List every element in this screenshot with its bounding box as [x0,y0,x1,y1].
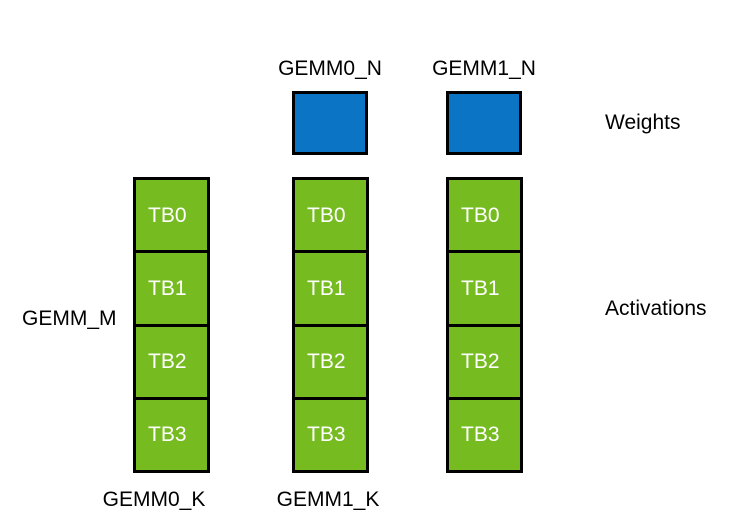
activation-cell: TB1 [133,250,210,324]
activation-cell-label: TB3 [461,423,500,447]
activation-cell: TB0 [446,177,523,251]
weight-block-gemm1 [446,91,522,155]
activation-cell: TB3 [292,396,369,473]
bottom-label-gemm1-k: GEMM1_K [276,488,380,511]
activation-cell: TB1 [446,250,523,324]
activation-cell-label: TB2 [461,350,500,374]
activation-cell-label: TB2 [148,350,187,374]
activation-cell-label: TB1 [461,276,500,300]
activation-cell-label: TB0 [307,203,346,227]
row-label-weights: Weights [605,111,681,134]
activation-cell: TB2 [292,323,369,397]
activation-cell: TB2 [133,323,210,397]
activation-cell-label: TB1 [148,276,187,300]
bottom-label-gemm0-k: GEMM0_K [102,488,206,511]
activation-cell: TB3 [133,396,210,473]
row-label-activations: Activations [605,297,707,320]
activation-cell: TB3 [446,396,523,473]
activation-cell: TB0 [133,177,210,251]
weight-block-gemm0 [292,91,368,155]
activation-column-gemm0: TB0 TB1 TB2 TB3 [292,177,369,473]
axis-label-gemm-m: GEMM_M [22,307,117,330]
activation-cell: TB0 [292,177,369,251]
top-label-gemm1-n-line1: GEMM1_N [432,57,536,80]
activation-cell-label: TB3 [307,423,346,447]
activation-column-gemm-m: TB0 TB1 TB2 TB3 [133,177,210,473]
top-label-gemm0-n-line1: GEMM0_N [278,57,382,80]
activation-cell-label: TB0 [461,203,500,227]
activation-cell-label: TB0 [148,203,187,227]
activation-column-gemm1: TB0 TB1 TB2 TB3 [446,177,523,473]
activation-cell-label: TB3 [148,423,187,447]
activation-cell-label: TB1 [307,276,346,300]
activation-cell-label: TB2 [307,350,346,374]
activation-cell: TB1 [292,250,369,324]
activation-cell: TB2 [446,323,523,397]
